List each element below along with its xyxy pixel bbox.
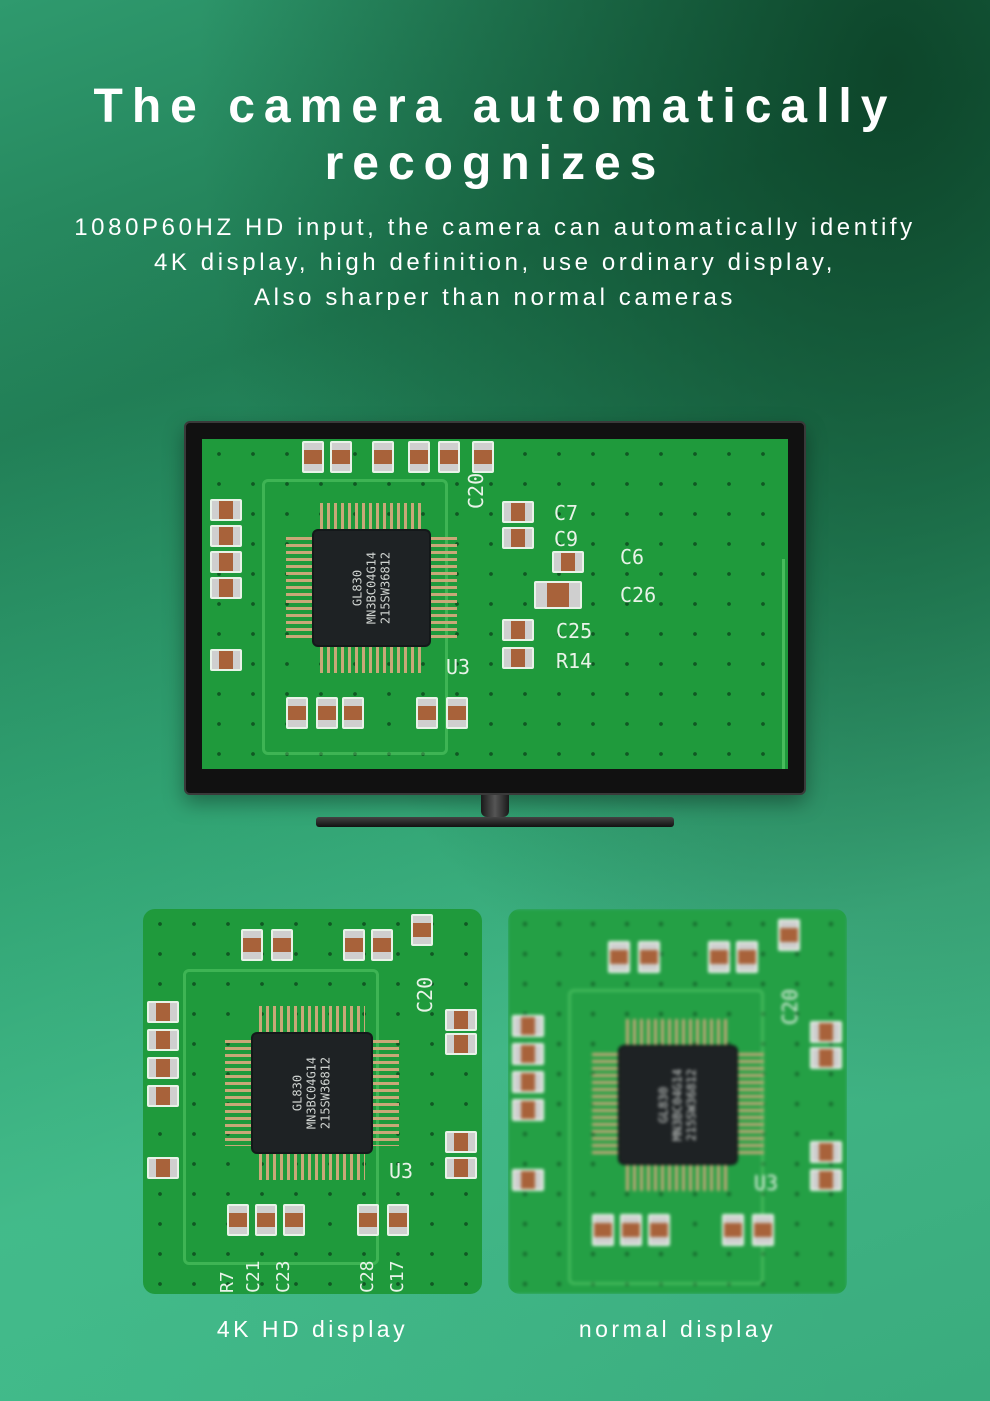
label-c6: C6: [620, 545, 645, 569]
label-c26: C26: [620, 583, 657, 607]
chip-line-2: MN3BC04G14: [670, 1068, 685, 1142]
label-r7: R7: [217, 1271, 238, 1293]
chip: GL830 MN3BC04G14 215SW36812: [592, 1019, 764, 1191]
pcb-image-normal: GL830 MN3BC04G14 215SW36812: [508, 909, 847, 1294]
description-line-3: Also sharper than normal cameras: [253, 284, 737, 311]
chip-line-3: 215SW36812: [683, 1068, 698, 1142]
label-u3: U3: [754, 1171, 779, 1195]
label-u3: U3: [446, 655, 471, 679]
monitor-stand-neck: [481, 795, 509, 817]
label-c23: C23: [273, 1260, 294, 1293]
label-c28: C28: [357, 1260, 378, 1293]
label-c9: C9: [554, 527, 579, 551]
label-c20: C20: [413, 976, 437, 1013]
chip-line-3: 215SW36812: [377, 551, 392, 625]
panel-4k-display: GL830 MN3BC04G14 215SW36812: [143, 909, 482, 1294]
page-title: The camera automatically recognizes: [0, 78, 990, 192]
chip-line-3: 215SW36812: [317, 1056, 332, 1130]
caption-normal: normal display: [578, 1316, 777, 1342]
label-u3: U3: [389, 1159, 414, 1183]
chip: GL830 MN3BC04G14 215SW36812: [286, 503, 457, 673]
label-r14: R14: [556, 649, 593, 673]
caption-4k: 4K HD display: [216, 1316, 409, 1342]
monitor-screen: GL830 MN3BC04G14 215SW36812: [202, 439, 788, 769]
monitor: GL830 MN3BC04G14 215SW36812: [184, 421, 806, 795]
label-c25: C25: [556, 619, 593, 643]
description: 1080P60HZ HD input, the camera can autom…: [0, 210, 990, 315]
label-c7: C7: [554, 501, 579, 525]
label-c21: C21: [243, 1260, 264, 1293]
chip-line-2: MN3BC04G14: [363, 551, 378, 625]
label-c20: C20: [464, 472, 488, 509]
chip-line-1: GL830: [290, 1074, 305, 1112]
chip-line-1: GL830: [656, 1086, 671, 1124]
title-line-2: recognizes: [324, 137, 666, 190]
chip: GL830 MN3BC04G14 215SW36812: [225, 1006, 399, 1180]
pcb-image-4k: GL830 MN3BC04G14 215SW36812: [143, 909, 482, 1294]
description-line-2: 4K display, high definition, use ordinar…: [153, 249, 837, 276]
pcb-image: GL830 MN3BC04G14 215SW36812: [202, 439, 788, 769]
chip-line-2: MN3BC04G14: [304, 1056, 319, 1130]
description-line-1: 1080P60HZ HD input, the camera can autom…: [74, 214, 916, 241]
monitor-stand-base: [316, 817, 674, 827]
title-line-1: The camera automatically: [93, 80, 897, 133]
chip-line-1: GL830: [349, 569, 364, 607]
panel-normal-display: GL830 MN3BC04G14 215SW36812: [508, 909, 847, 1294]
label-c17: C17: [387, 1260, 408, 1293]
label-c20: C20: [778, 988, 802, 1025]
